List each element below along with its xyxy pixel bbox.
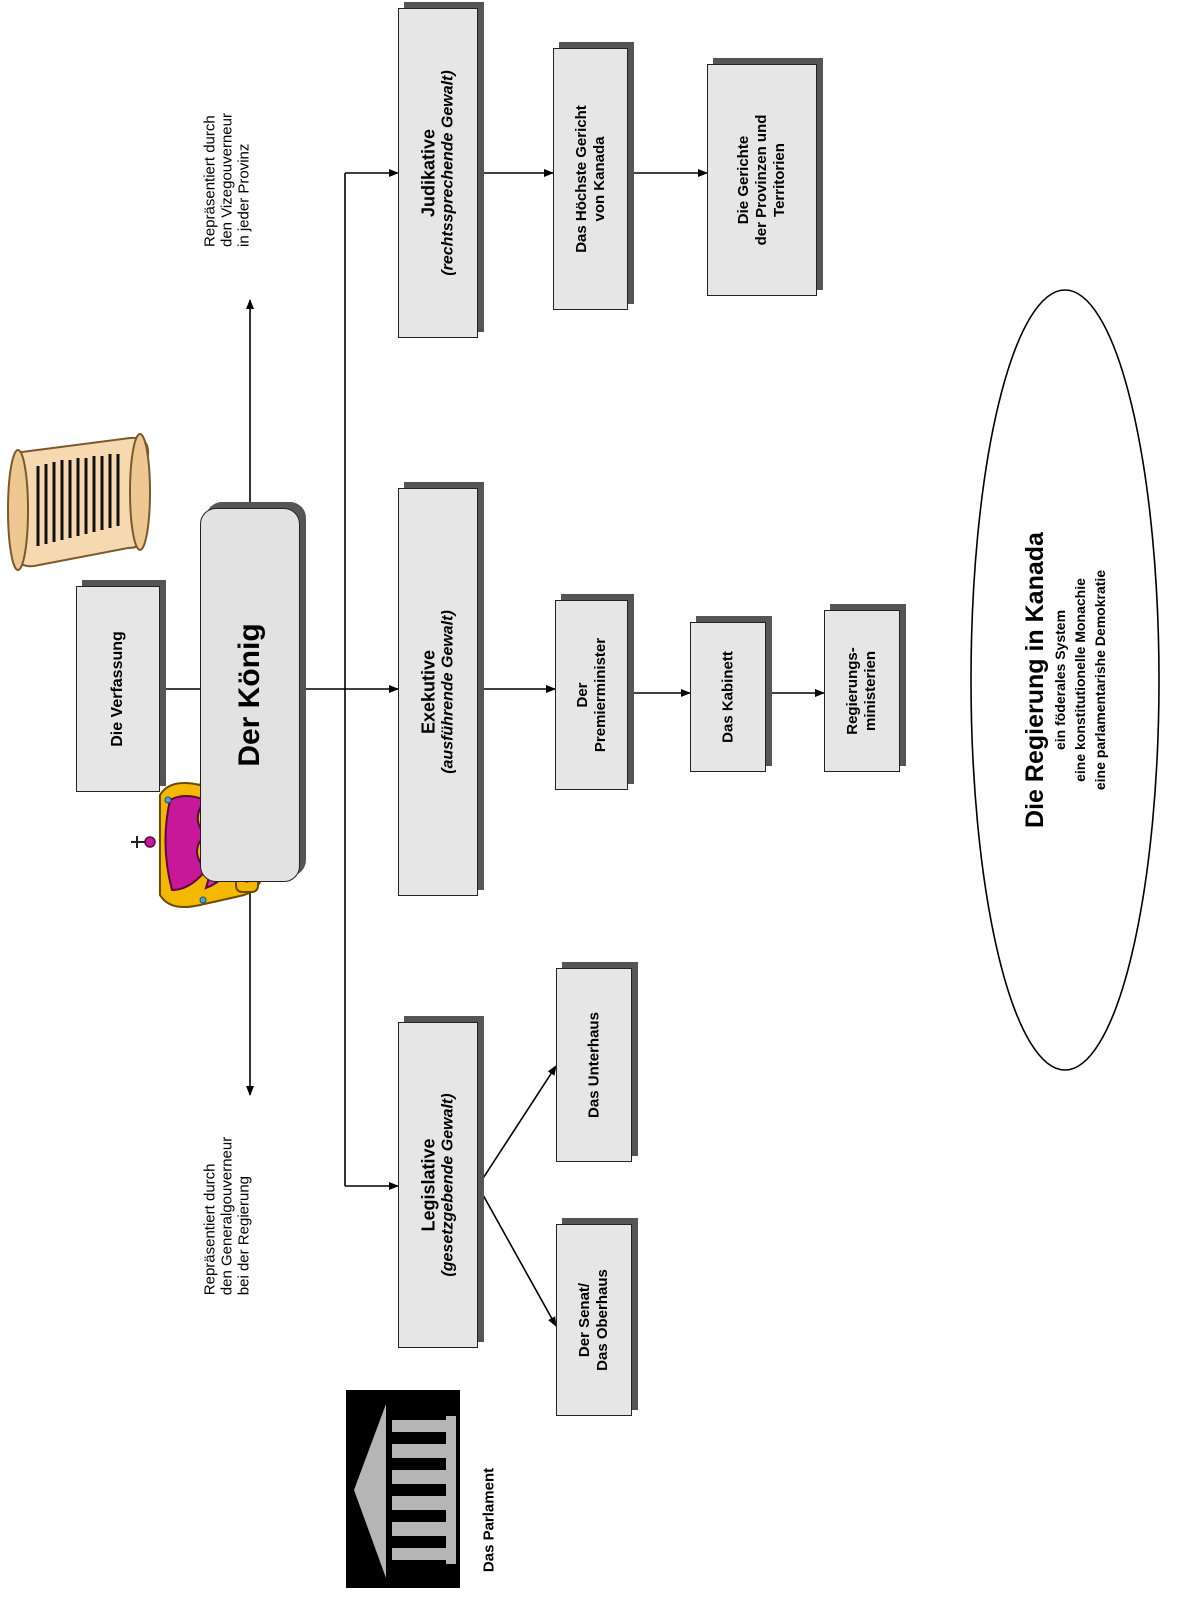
provincial-courts-line1: Die Gerichte (735, 135, 752, 225)
judicative-subtitle: (rechtssprechende Gewalt) (439, 70, 457, 276)
ministries-line1: Regierungs- (844, 647, 861, 735)
lieutenant-governor-line1: Repräsentiert durch (201, 115, 219, 247)
prime-minister-line1: Der (573, 682, 591, 708)
judicative-text: Judikative (rechtssprechende Gewalt) (419, 70, 458, 275)
legislative-title: Legislative (418, 1138, 439, 1232)
supreme-court-line1: Das Höchste Gericht (572, 105, 590, 253)
provincial-courts-text: Die Gerichte der Provinzen und Territori… (735, 115, 789, 246)
cabinet-label: Das Kabinett (719, 651, 737, 743)
parliament-label: Das Parlament (480, 1467, 498, 1573)
parliament-label-wrap: Das Parlament (474, 1450, 504, 1590)
king-box: Der König (200, 508, 300, 882)
supreme-court-line2: von Kanada (590, 136, 608, 222)
governor-general-line3: bei der Regierung (235, 1175, 253, 1296)
executive-title: Exekutive (418, 649, 439, 735)
constitution-box: Die Verfassung (76, 586, 160, 792)
cabinet-box: Das Kabinett (690, 622, 766, 772)
prime-minister-box: Der Premierminister (555, 600, 628, 790)
summary-block: Die Regierung in Kanada ein föderales Sy… (990, 470, 1140, 890)
ministries-box: Regierungs- ministerien (824, 610, 900, 772)
supreme-court-text: Das Höchste Gericht von Kanada (573, 105, 609, 253)
lieutenant-governor-note: Repräsentiert durch den Vizegouverneur i… (196, 82, 258, 278)
ministries-line2: ministerien (862, 650, 879, 732)
lieutenant-governor-line2: den Vizegouverneur (218, 113, 236, 247)
summary-line1: ein föderales System (1052, 609, 1068, 751)
parliament-icon (346, 1390, 460, 1588)
summary-title: Die Regierung in Kanada (1021, 532, 1049, 828)
governor-general-line1: Repräsentiert durch (201, 1163, 219, 1296)
summary-line2: eine konstitutionelle Monachie (1072, 578, 1088, 782)
provincial-courts-line2: der Provinzen und (753, 114, 770, 246)
summary-ellipse (970, 289, 1160, 1071)
scroll-icon (7, 433, 151, 571)
commons-box: Das Unterhaus (556, 968, 632, 1162)
ministries-text: Regierungs- ministerien (844, 647, 880, 735)
senate-box: Der Senat/ Das Oberhaus (556, 1224, 632, 1416)
provincial-courts-box: Die Gerichte der Provinzen und Territori… (707, 64, 817, 296)
senate-text: Der Senat/ Das Oberhaus (576, 1269, 612, 1371)
executive-text: Exekutive (ausführende Gewalt) (419, 610, 458, 774)
legislative-text: Legislative (gesetzgebende Gewalt) (419, 1093, 458, 1276)
summary-line3: eine parlamentarishe Demokratie (1092, 569, 1108, 791)
executive-box: Exekutive (ausführende Gewalt) (398, 488, 478, 896)
governor-general-note: Repräsentiert durch den Generalgouverneu… (196, 1100, 258, 1332)
king-label: Der König (233, 623, 266, 767)
constitution-label: Die Verfassung (109, 631, 126, 747)
senate-line2: Das Oberhaus (594, 1269, 611, 1371)
lieutenant-governor-line3: in jeder Provinz (235, 143, 253, 247)
judicative-title: Judikative (418, 128, 439, 218)
prime-minister-line2: Premierminister (591, 637, 609, 753)
governor-general-line2: den Generalgouverneur (218, 1136, 236, 1296)
supreme-court-box: Das Höchste Gericht von Kanada (553, 48, 628, 310)
provincial-courts-line3: Territorien (771, 143, 788, 217)
legislative-box: Legislative (gesetzgebende Gewalt) (398, 1022, 478, 1348)
judicative-box: Judikative (rechtssprechende Gewalt) (398, 8, 478, 338)
prime-minister-text: Der Premierminister (574, 638, 610, 752)
executive-subtitle: (ausführende Gewalt) (439, 610, 457, 774)
senate-line1: Der Senat/ (576, 1282, 593, 1358)
legislative-subtitle: (gesetzgebende Gewalt) (439, 1093, 457, 1277)
commons-label: Das Unterhaus (585, 1012, 603, 1118)
